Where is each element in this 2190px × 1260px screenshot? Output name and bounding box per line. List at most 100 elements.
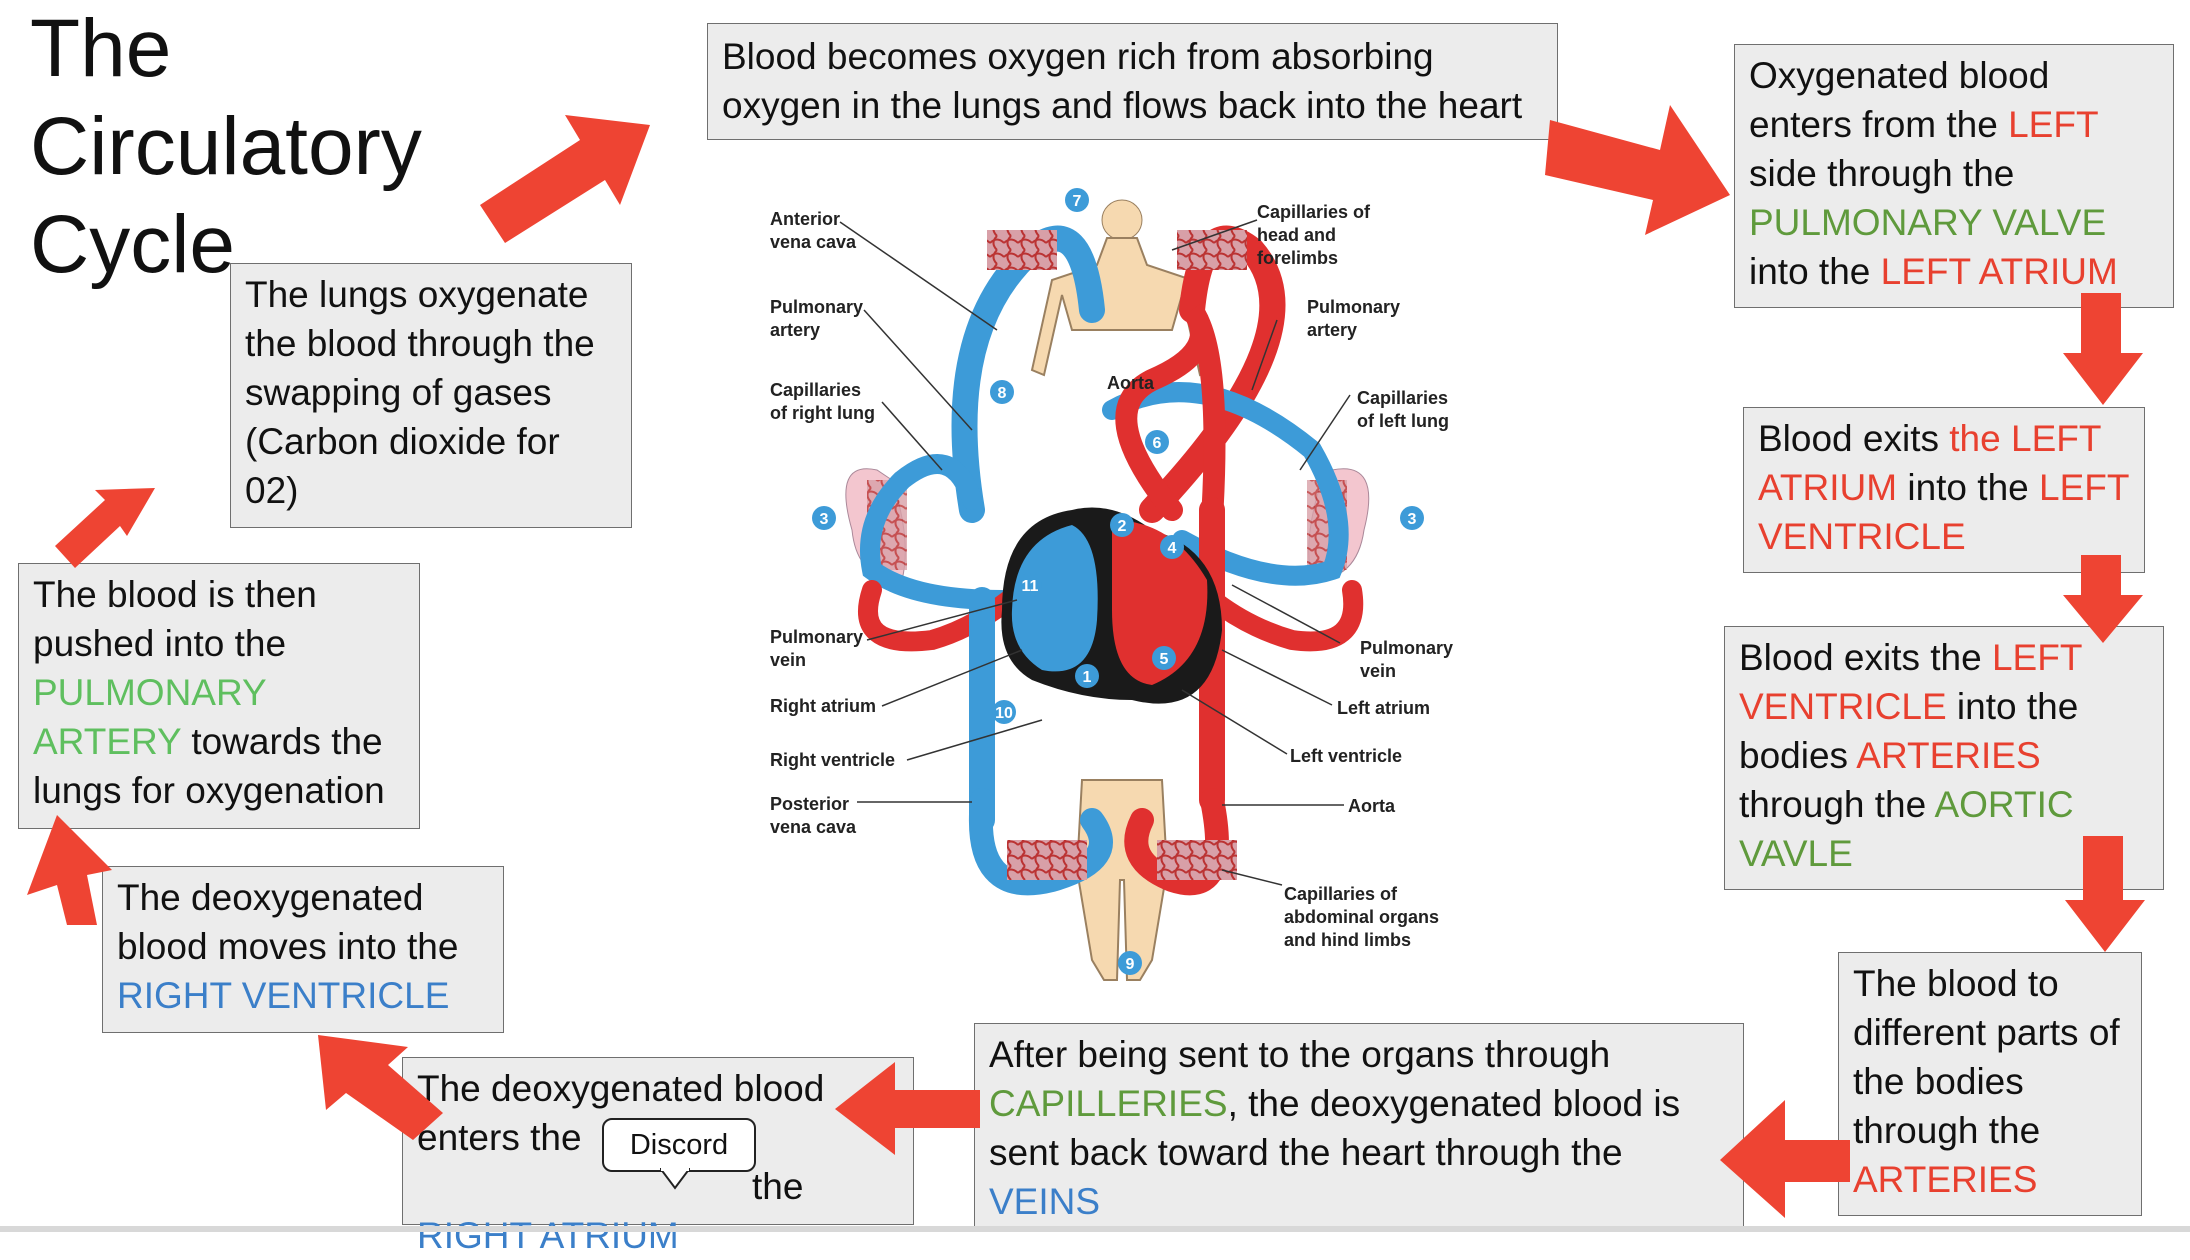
text-segment: The deoxygenated blood moves into the [117, 877, 459, 967]
title-line-2: Circulatory [30, 101, 422, 192]
label-pulmonary-vein-right-1: Pulmonary [1360, 638, 1453, 658]
label-posterior-vena-cava-2: vena cava [770, 817, 857, 837]
step-number-7: 7 [1065, 188, 1089, 212]
svg-text:2: 2 [1118, 518, 1127, 535]
tooltip-pointer-icon [660, 1168, 690, 1190]
title-line-1: The [30, 3, 172, 94]
label-capillaries-head-3: forelimbs [1257, 248, 1338, 268]
label-pulmonary-vein-right-2: vein [1360, 661, 1396, 681]
arrow-up-right-top [480, 115, 650, 243]
page-title: The Circulatory Cycle [30, 0, 422, 294]
text-segment: into the [1749, 251, 1881, 292]
box-exits-left-atrium: Blood exits the LEFT ATRIUM into the LEF… [1743, 407, 2145, 573]
text-segment: , the deoxygenated blood is sent back to… [989, 1083, 1681, 1173]
label-pulmonary-vein-left-2: vein [770, 650, 806, 670]
label-aorta-top: Aorta [1107, 373, 1155, 393]
svg-text:3: 3 [1408, 511, 1417, 528]
svg-text:10: 10 [995, 705, 1013, 722]
step-number-6: 6 [1145, 430, 1169, 454]
label-aorta-bottom: Aorta [1348, 796, 1396, 816]
step-number-3-left: 3 [812, 506, 836, 530]
svg-text:9: 9 [1126, 956, 1135, 973]
text-veins: VEINS [989, 1181, 1101, 1222]
step-number-10: 10 [992, 700, 1016, 724]
label-pulmonary-artery-left-2: artery [770, 320, 820, 340]
label-capillaries-abdominal-1: Capillaries of [1284, 884, 1398, 904]
label-posterior-vena-cava-1: Posterior [770, 794, 849, 814]
label-right-ventricle: Right ventricle [770, 750, 895, 770]
discord-tooltip-text: Discord [629, 1129, 729, 1161]
label-capillaries-head-1: Capillaries of [1257, 202, 1371, 222]
box-oxygen-rich: Blood becomes oxygen rich from absorbing… [707, 23, 1558, 140]
svg-text:4: 4 [1168, 540, 1177, 557]
step-numbers: 7 8 6 3 3 2 4 11 5 1 10 9 [812, 188, 1424, 975]
text-right-ventricle: RIGHT VENTRICLE [117, 975, 450, 1016]
label-capillaries-abdominal-3: and hind limbs [1284, 930, 1411, 950]
label-left-ventricle: Left ventricle [1290, 746, 1402, 766]
discord-tooltip: Discord [602, 1118, 756, 1172]
arrow-up-right-small [55, 488, 155, 568]
svg-text:8: 8 [998, 385, 1007, 402]
box-moves-right-ventricle: The deoxygenated blood moves into the RI… [102, 866, 504, 1033]
text-segment: through the [1739, 784, 1935, 825]
step-number-2: 2 [1110, 513, 1134, 537]
step-number-1: 1 [1075, 664, 1099, 688]
right-atrium-line2: the [417, 1162, 899, 1211]
arrow-left-bottom-middle [835, 1062, 980, 1155]
text-segment: The blood to different parts of the bodi… [1853, 963, 2120, 1151]
text-right-atrium: RIGHT ATRIUM [417, 1215, 679, 1256]
box-pushed-pulmonary: The blood is then pushed into the PULMON… [18, 563, 420, 829]
bottom-bar [0, 1226, 2190, 1232]
text-left-atrium: the LEFT ATRIUM [1758, 418, 2101, 508]
text-segment: side through the [1749, 153, 2015, 194]
label-capillaries-left-lung-2: of left lung [1357, 411, 1449, 431]
text-segment: Blood exits the [1739, 637, 1992, 678]
arrow-down-right-top [1545, 105, 1730, 235]
box-lungs-oxygenate-text: The lungs oxygenate the blood through th… [245, 274, 595, 511]
svg-text:3: 3 [820, 511, 829, 528]
text-aortic-valve: AORTIC VAVLE [1739, 784, 2074, 874]
arrow-down-1 [2063, 293, 2143, 405]
text-segment: into the bodies [1739, 686, 2079, 776]
title-line-3: Cycle [30, 199, 236, 290]
step-number-8: 9 [1118, 951, 1142, 975]
text-segment: the [752, 1166, 804, 1207]
diagram-labels: Anterior vena cava Pulmonary artery Capi… [770, 202, 1453, 950]
arrow-up-left-mid [27, 815, 112, 925]
label-left-atrium: Left atrium [1337, 698, 1430, 718]
label-right-atrium: Right atrium [770, 696, 876, 716]
text-segment: The deoxygenated blood enters the [417, 1068, 825, 1158]
text-segment: Blood exits [1758, 418, 1950, 459]
circulatory-diagram: 7 8 6 3 3 2 4 11 5 1 10 9 Anterior vena … [770, 188, 1453, 981]
label-capillaries-right-lung-2: of right lung [770, 403, 875, 423]
label-capillaries-left-lung-1: Capillaries [1357, 388, 1448, 408]
text-capilleries: CAPILLERIES [989, 1083, 1228, 1124]
step-number-9: 8 [990, 380, 1014, 404]
text-arteries: ARTERIES [1853, 1159, 2038, 1200]
box-exits-left-ventricle: Blood exits the LEFT VENTRICLE into the … [1724, 626, 2164, 890]
label-pulmonary-artery-left-1: Pulmonary [770, 297, 863, 317]
text-segment: After being sent to the organs through [989, 1034, 1611, 1075]
step-number-11: 11 [1018, 573, 1042, 597]
arrow-down-3 [2065, 836, 2145, 952]
label-pulmonary-artery-right-2: artery [1307, 320, 1357, 340]
right-atrium-line1: The deoxygenated blood enters the [417, 1064, 899, 1162]
box-oxygen-rich-line1: Blood becomes oxygen rich from absorbing [722, 36, 1434, 77]
svg-text:1: 1 [1083, 669, 1092, 686]
box-lungs-oxygenate: The lungs oxygenate the blood through th… [230, 263, 632, 528]
box-oxygenated-enters: Oxygenated blood enters from the LEFT si… [1734, 44, 2174, 308]
text-segment: towards the lungs for oxygenation [33, 721, 385, 811]
leader-lines [839, 219, 1351, 886]
arrow-up-left-bottom [318, 1035, 443, 1140]
label-pulmonary-artery-right-1: Pulmonary [1307, 297, 1400, 317]
text-pulmonary-artery: PULMONARY ARTERY [33, 672, 267, 762]
box-after-organs: After being sent to the organs through C… [974, 1023, 1744, 1232]
arrow-down-2 [2063, 555, 2143, 643]
label-anterior-vena-cava-1: Anterior [770, 209, 840, 229]
text-segment: into the [1897, 467, 2040, 508]
svg-text:11: 11 [1022, 578, 1039, 595]
text-left-atrium: LEFT ATRIUM [1880, 251, 2118, 292]
step-number-3-right: 3 [1400, 506, 1424, 530]
svg-text:5: 5 [1160, 651, 1169, 668]
label-capillaries-abdominal-2: abdominal organs [1284, 907, 1439, 927]
